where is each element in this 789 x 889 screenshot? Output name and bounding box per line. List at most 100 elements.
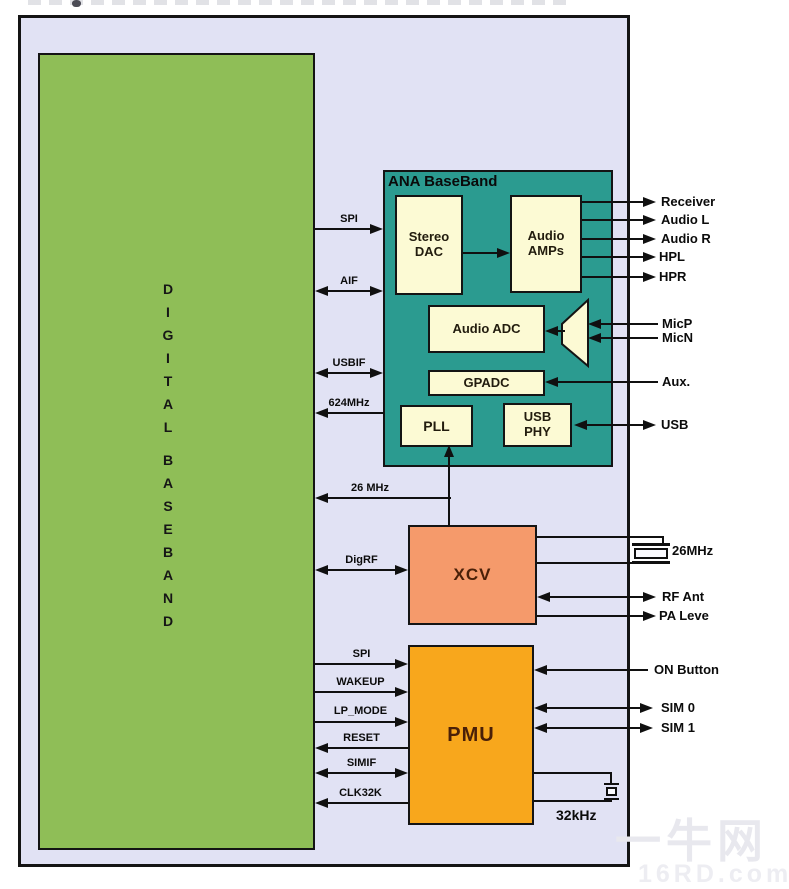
digital-baseband-label-word1: DIGITAL — [160, 281, 176, 442]
audio-l-label: Audio L — [661, 212, 710, 227]
624mhz-label: 624MHz — [328, 397, 370, 409]
sim1-arrow-left — [534, 723, 547, 733]
spi-pmu-arrow — [395, 659, 408, 669]
simif-line — [327, 772, 396, 774]
usb-arrow-right — [643, 420, 656, 430]
simif-arrow-right — [395, 768, 408, 778]
26mhz-label: 26 MHz — [351, 482, 389, 494]
micn-line — [600, 337, 658, 339]
clk32k-arrow — [315, 798, 328, 808]
usb-phy-block: USB PHY — [503, 403, 572, 447]
micn-arrow — [588, 333, 601, 343]
26mhz-arrow — [315, 493, 328, 503]
pmu-block: PMU — [408, 645, 534, 825]
hpr-label: HPR — [659, 269, 687, 284]
xtal32-lead-bottom — [534, 800, 612, 802]
spi-ana-arrow — [370, 224, 383, 234]
audio-adc-block: Audio ADC — [428, 305, 545, 353]
sim0-arrow-left — [534, 703, 547, 713]
audio-l-arrow — [643, 215, 656, 225]
clipped-top-text-dot — [72, 0, 81, 7]
spi-ana-label: SPI — [340, 213, 358, 225]
usbif-arrow-right — [370, 368, 383, 378]
receiver-line — [582, 201, 644, 203]
dac-to-amps-arrow — [497, 248, 510, 258]
simif-label: SIMIF — [346, 757, 377, 769]
micp-line — [600, 323, 658, 325]
clk32k-label: CLK32K — [339, 787, 382, 799]
hpl-label: HPL — [659, 249, 685, 264]
micp-label: MicP — [662, 316, 693, 331]
wakeup-arrow — [395, 687, 408, 697]
digrf-arrow-left — [315, 565, 328, 575]
xcv-to-pll-line — [448, 452, 450, 526]
pa-level-label: PA Leve — [659, 608, 709, 623]
reset-arrow — [315, 743, 328, 753]
xtal26-lead-top — [537, 536, 664, 538]
xtal26-lead-bottom — [537, 562, 664, 564]
on-button-label: ON Button — [654, 662, 719, 677]
xcv-to-pll-arrow — [444, 445, 454, 457]
usbif-label: USBIF — [332, 357, 366, 369]
xtal26-plate-top — [632, 543, 670, 546]
aif-arrow-left — [315, 286, 328, 296]
digrf-arrow-right — [395, 565, 408, 575]
sim0-line — [546, 707, 641, 709]
micp-arrow — [588, 319, 601, 329]
usbif-line — [327, 372, 371, 374]
lp-mode-arrow — [395, 717, 408, 727]
reset-line — [327, 747, 408, 749]
sim0-label: SIM 0 — [661, 700, 695, 715]
watermark-url: 16RD.com — [638, 860, 789, 888]
624mhz-line — [327, 412, 384, 414]
rf-ant-arrow-right — [643, 592, 656, 602]
lp-mode-label: LP_MODE — [333, 705, 388, 717]
dac-to-amps-line — [463, 252, 498, 254]
digrf-line — [327, 569, 396, 571]
aux-arrow — [545, 377, 558, 387]
hpr-arrow — [643, 272, 656, 282]
spi-ana-line — [315, 228, 373, 230]
usb-arrow-left — [574, 420, 587, 430]
stereo-dac-block: Stereo DAC — [395, 195, 463, 295]
hpl-arrow — [643, 252, 656, 262]
clipped-top-text — [28, 0, 568, 5]
aif-label: AIF — [340, 275, 358, 287]
pll-block: PLL — [400, 405, 473, 447]
rf-ant-arrow-left — [537, 592, 550, 602]
wakeup-line — [315, 691, 396, 693]
26mhz-line — [327, 497, 451, 499]
reset-label: RESET — [343, 732, 380, 744]
mic-to-adc-line — [557, 330, 565, 332]
receiver-arrow — [643, 197, 656, 207]
sim1-line — [546, 727, 641, 729]
usb-label: USB — [661, 417, 689, 432]
micn-label: MicN — [662, 330, 694, 345]
mic-to-adc-arrow — [545, 326, 558, 336]
digital-baseband-block — [38, 53, 315, 850]
xtal32-label: 32kHz — [556, 807, 597, 823]
wakeup-label: WAKEUP — [336, 676, 385, 688]
624mhz-arrow — [315, 408, 328, 418]
audio-r-label: Audio R — [661, 231, 711, 246]
pa-level-line — [537, 615, 643, 617]
hpr-line — [582, 276, 644, 278]
digital-baseband-label-word2: BASEBAND — [160, 452, 176, 636]
usbif-arrow-left — [315, 368, 328, 378]
spi-pmu-line — [315, 663, 396, 665]
rf-ant-label: RF Ant — [662, 589, 705, 604]
watermark-text: 一牛网 — [615, 815, 768, 867]
pa-level-arrow — [643, 611, 656, 621]
xtal32-body — [606, 787, 617, 796]
aif-line — [327, 290, 371, 292]
clk32k-line — [327, 802, 408, 804]
sim1-label: SIM 1 — [661, 720, 695, 735]
xtal26-body — [634, 548, 668, 559]
gpadc-block: GPADC — [428, 370, 545, 396]
audio-r-arrow — [643, 234, 656, 244]
simif-arrow-left — [315, 768, 328, 778]
xtal32-bend-top — [610, 772, 612, 784]
receiver-label: Receiver — [661, 194, 716, 209]
on-button-arrow — [534, 665, 547, 675]
